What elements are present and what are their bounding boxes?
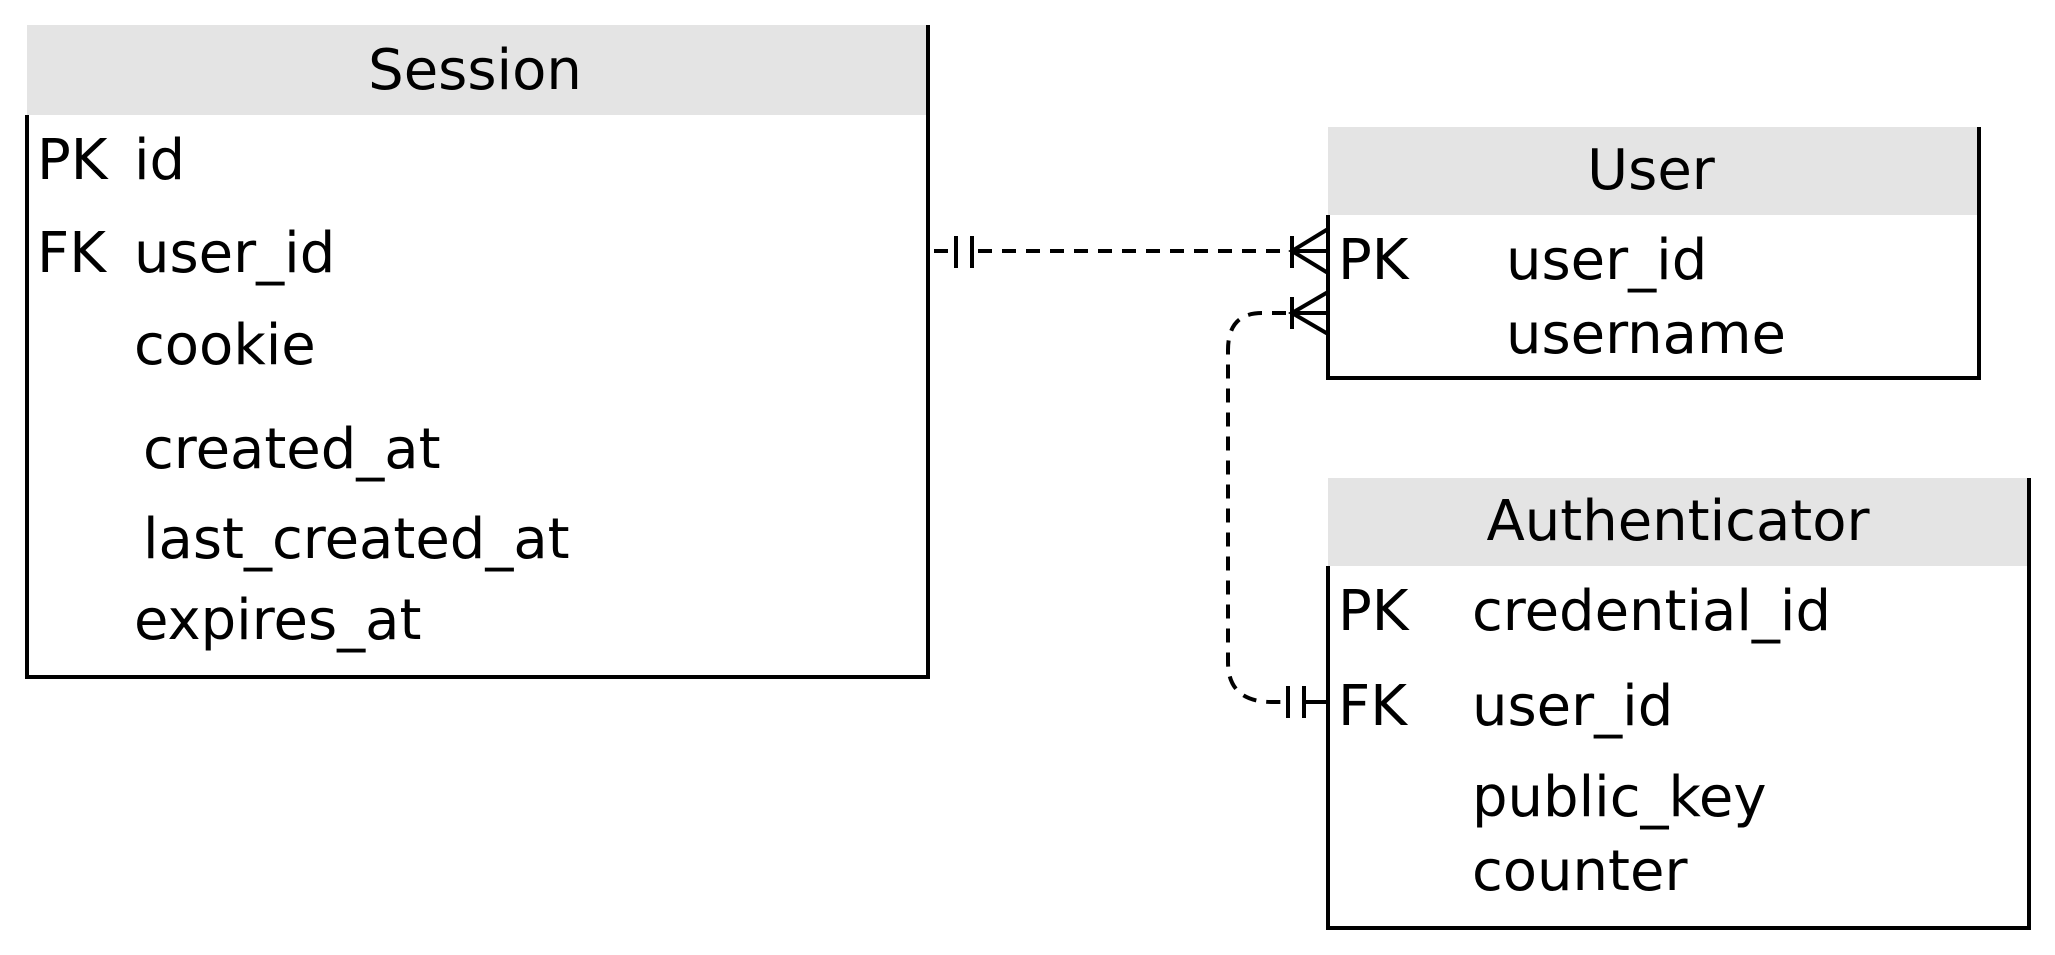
relationship-authenticator-user[interactable] <box>1226 290 1330 718</box>
entity-user-border <box>1326 127 1981 380</box>
relationship-line-2 <box>1226 311 1286 704</box>
entity-session-row-field: last_created_at <box>143 507 570 572</box>
entity-session-row-field: expires_at <box>134 588 421 653</box>
entity-authenticator-row-field: counter <box>1472 839 1688 904</box>
entity-session-title: Session <box>368 38 582 103</box>
entity-user-row-field: username <box>1506 302 1786 367</box>
entity-user-title: User <box>1587 138 1716 203</box>
entity-authenticator-row-key: PK <box>1338 579 1410 644</box>
crows-foot-user <box>1288 227 1330 275</box>
entity-user[interactable]: User PK user_id username <box>1326 127 1981 380</box>
entity-user-row-field: user_id <box>1506 228 1707 293</box>
entity-authenticator-border <box>1326 478 2031 930</box>
entity-authenticator-row-field: user_id <box>1472 674 1673 739</box>
entity-session-border <box>25 25 930 679</box>
entity-session-row-field: id <box>134 128 185 193</box>
relationship-session-user[interactable] <box>934 227 1330 275</box>
entity-authenticator-header <box>1328 478 2029 566</box>
entity-session-row-field: created_at <box>143 417 441 482</box>
entity-session-header <box>27 25 928 115</box>
entity-session-row-field: user_id <box>134 221 335 286</box>
entity-authenticator-row-field: credential_id <box>1472 579 1831 644</box>
entity-user-row-key: PK <box>1338 228 1410 293</box>
entity-session-row-key: FK <box>37 221 107 286</box>
entity-session-row-field: cookie <box>134 313 316 378</box>
entity-session[interactable]: Session PK id FK user_id cookie created_… <box>25 25 930 679</box>
entity-session-row-key: PK <box>37 128 109 193</box>
entity-authenticator-row-field: public_key <box>1472 765 1767 830</box>
entity-authenticator-row-key: FK <box>1338 674 1408 739</box>
entity-authenticator[interactable]: Authenticator PK credential_id FK user_i… <box>1326 478 2031 930</box>
entity-user-header <box>1328 127 1979 215</box>
crows-foot-user-2 <box>1288 290 1330 336</box>
entity-authenticator-title: Authenticator <box>1486 489 1870 554</box>
